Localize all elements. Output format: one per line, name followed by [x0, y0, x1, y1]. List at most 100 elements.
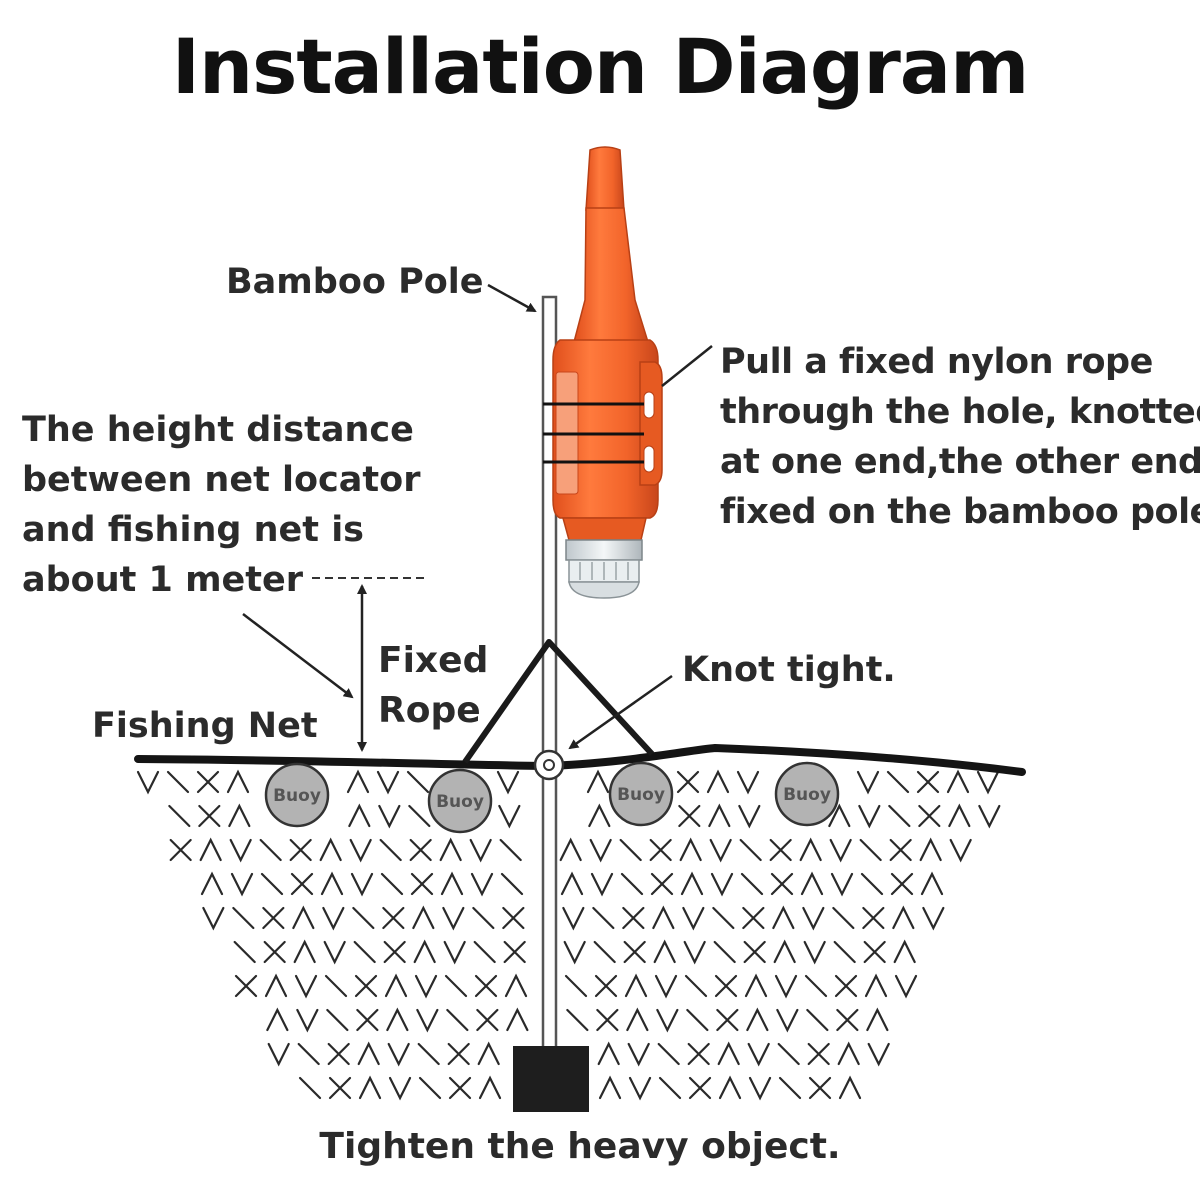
nylon-rope-line-1: Pull a fixed nylon rope: [720, 342, 1153, 382]
net-mesh-mark: [836, 1008, 859, 1032]
net-mesh-mark: [713, 940, 736, 964]
net-mesh-mark: [382, 906, 405, 930]
net-mesh-mark: [323, 940, 346, 965]
net-mesh-mark: [653, 939, 676, 964]
net-mesh-mark: [774, 974, 798, 999]
net-mesh-mark: [352, 906, 375, 930]
net-mesh-mark: [949, 838, 972, 863]
net-mesh-mark: [358, 1075, 382, 1100]
net-mesh-mark: [267, 1042, 290, 1067]
fishing-net-label: Fishing Net: [92, 706, 318, 746]
net-mesh-mark: [624, 973, 648, 998]
net-mesh-mark: [418, 1076, 442, 1100]
net-mesh-mark: [560, 871, 584, 896]
net-mesh-mark: [166, 770, 190, 794]
net-mesh-mark: [448, 1076, 472, 1100]
nylon-rope-pointer: [661, 345, 713, 387]
net-mesh-mark: [444, 974, 468, 998]
net-mesh-mark: [738, 804, 761, 829]
net-mesh-mark: [858, 804, 881, 829]
net-mesh-mark: [563, 940, 586, 965]
net-mesh-mark: [202, 906, 225, 931]
net-mesh-mark: [806, 1008, 829, 1032]
net-mesh-mark: [476, 1008, 499, 1032]
net-mesh-mark: [593, 940, 616, 964]
net-mesh-mark: [894, 974, 918, 999]
bamboo-pole-pointer: [487, 283, 537, 313]
net-mesh-mark: [828, 803, 851, 828]
net-mesh-mark: [199, 837, 222, 862]
net-mesh-mark: [623, 940, 646, 964]
net-mesh-mark: [687, 1042, 710, 1066]
net-mesh-mark: [867, 1042, 890, 1067]
net-mesh-mark: [499, 838, 522, 862]
net-mesh-mark: [136, 770, 160, 795]
fixed-rope-line-1: Fixed: [378, 640, 489, 681]
net-mesh-mark: [688, 1076, 712, 1100]
net-mesh-mark: [710, 872, 734, 897]
net-mesh-mark: [594, 974, 618, 998]
net-mesh-mark: [978, 804, 1001, 829]
buoy-3: Buoy: [608, 761, 674, 827]
net-mesh-mark: [649, 838, 672, 862]
net-mesh-mark: [777, 1042, 800, 1066]
net-mesh-mark: [622, 906, 645, 930]
net-mesh-mark: [736, 770, 760, 795]
net-mesh-mark: [656, 1008, 679, 1033]
net-mesh-mark: [740, 872, 764, 896]
net-mesh-mark: [319, 837, 342, 862]
height-distance-line-1: The height distance: [22, 410, 414, 450]
net-mesh-mark: [770, 872, 794, 896]
net-mesh-mark: [498, 804, 521, 829]
fixed-rope-lines: [462, 639, 655, 764]
net-mesh-mark: [718, 1075, 742, 1100]
net-mesh-mark: [859, 838, 882, 862]
net-mesh-mark: [356, 1008, 379, 1032]
net-mesh-mark: [500, 872, 524, 896]
net-mesh-mark: [196, 770, 220, 794]
net-mesh-mark: [717, 1041, 740, 1066]
knot-tight-pointer: [568, 674, 673, 750]
net-mesh-mark: [776, 1008, 799, 1033]
net-mesh-mark: [564, 974, 588, 998]
net-mesh-mark: [769, 838, 792, 862]
svg-text:Buoy: Buoy: [617, 785, 665, 805]
net-mesh-mark: [380, 872, 404, 896]
net-mesh-mark: [864, 973, 888, 998]
net-mesh-mark: [350, 872, 374, 897]
net-mesh-mark: [440, 871, 464, 896]
net-mesh-mark: [230, 872, 254, 897]
net-mesh-mark: [679, 837, 702, 862]
net-mesh-mark: [292, 905, 315, 930]
net-mesh-mark: [742, 906, 765, 930]
net-mesh-mark: [683, 940, 706, 965]
net-mesh-mark: [294, 974, 318, 999]
net-mesh-mark: [804, 974, 828, 998]
net-mesh-mark: [293, 939, 316, 964]
net-mesh-mark: [686, 1008, 709, 1032]
net-mesh-mark: [378, 804, 401, 829]
net-mesh-mark: [678, 804, 701, 828]
net-mesh-mark: [893, 939, 916, 964]
net-mesh-mark: [409, 838, 432, 862]
net-mesh-mark: [680, 871, 704, 896]
net-mesh-mark: [652, 905, 675, 930]
net-mesh-mark: [976, 770, 1000, 795]
net-locator-device: [552, 146, 663, 599]
bamboo-pole-label: Bamboo Pole: [226, 262, 484, 302]
net-mesh-mark: [590, 872, 614, 897]
net-mesh-mark: [682, 906, 705, 931]
net-mesh-mark: [620, 872, 644, 896]
net-mesh-mark: [778, 1076, 802, 1100]
net-mesh-mark: [472, 906, 495, 930]
net-mesh-mark: [772, 905, 795, 930]
net-mesh-mark: [890, 872, 914, 896]
net-mesh-mark: [589, 838, 612, 863]
net-mesh-mark: [922, 906, 945, 931]
net-mesh-mark: [712, 906, 735, 930]
net-mesh-mark: [412, 905, 435, 930]
net-mesh-mark: [346, 769, 370, 794]
net-mesh-mark: [416, 1008, 439, 1033]
net-mesh-mark: [200, 871, 224, 896]
